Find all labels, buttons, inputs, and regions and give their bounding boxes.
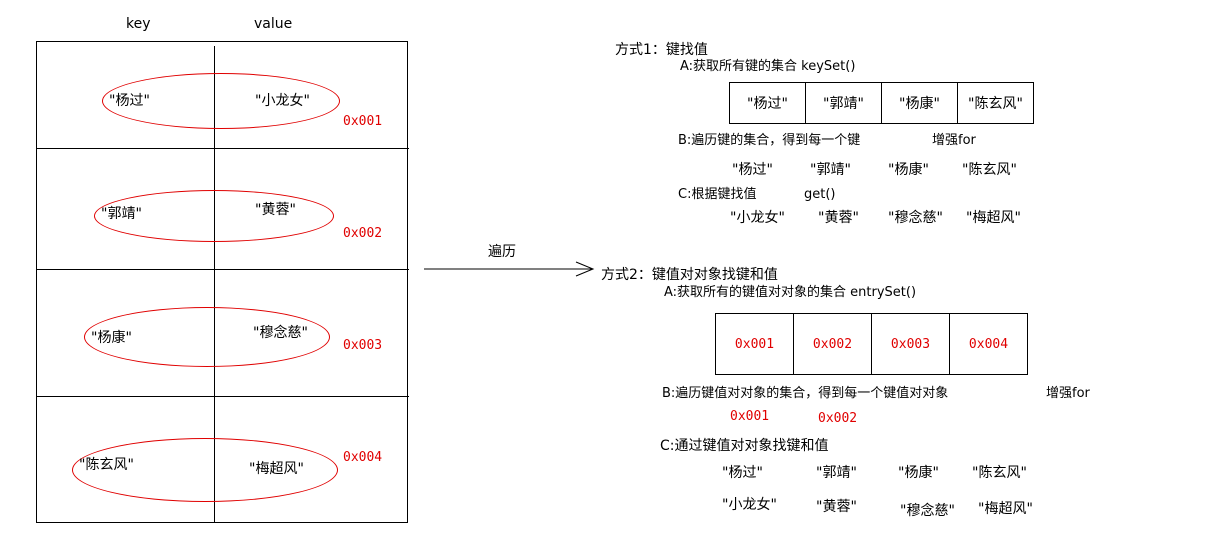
method2-key: "郭靖" (816, 465, 857, 481)
map-row-divider (37, 396, 409, 397)
method1-key: "郭靖" (810, 162, 851, 178)
method1-key: "杨过" (732, 162, 773, 178)
method2-value: "小龙女" (722, 497, 777, 513)
keyset-cell: "杨康" (882, 83, 958, 123)
method2-step-a: A:获取所有的键值对对象的集合 entrySet() (664, 285, 917, 300)
entry-key: "杨康" (91, 330, 132, 346)
method1-key: "陈玄风" (962, 162, 1017, 178)
entry-key: "郭靖" (101, 206, 142, 222)
arrow-label: 遍历 (488, 244, 516, 260)
entry-value: "小龙女" (255, 93, 310, 109)
method2-value: "梅超风" (978, 501, 1033, 517)
method1-key: "杨康" (888, 162, 929, 178)
map-row-divider (37, 148, 409, 149)
method1-value: "黄蓉" (818, 210, 859, 226)
method2-value: "穆念慈" (900, 503, 955, 519)
method2-step-b-note: 增强for (1046, 386, 1090, 401)
keyset-cell: "杨过" (730, 83, 806, 123)
method1-step-c-note: get() (804, 187, 836, 202)
keyset-cell: "陈玄风" (968, 96, 1023, 112)
method2-key: "杨康" (898, 465, 939, 481)
method1-step-c: C:根据键找值 (678, 187, 757, 202)
entry-address: 0x002 (343, 226, 383, 241)
keyset-boxes: "杨过" "郭靖" "杨康" "陈玄风" (729, 82, 1034, 124)
map-column-divider (214, 46, 215, 523)
value-header: value (254, 16, 293, 32)
method1-step-b-note: 增强for (932, 133, 976, 148)
entryset-cell: 0x002 (794, 314, 872, 374)
entry-value: "穆念慈" (253, 325, 308, 341)
entry-value: "梅超风" (249, 461, 304, 477)
method1-title: 方式1：键找值 (615, 42, 708, 58)
keyset-cell: "郭靖" (806, 83, 882, 123)
method2-key: "杨过" (722, 465, 763, 481)
method1-value: "梅超风" (966, 210, 1021, 226)
traverse-arrow (424, 261, 595, 277)
entryset-cell: 0x001 (716, 314, 794, 374)
entryset-cell: 0x004 (968, 336, 1009, 352)
method1-step-a: A:获取所有键的集合 keySet() (680, 59, 856, 74)
method2-entry: 0x002 (818, 411, 858, 426)
method2-key: "陈玄风" (972, 465, 1027, 481)
method2-value: "黄蓉" (816, 499, 857, 515)
method1-value: "小龙女" (730, 210, 785, 226)
entryset-boxes: 0x001 0x002 0x003 0x004 (715, 313, 1028, 375)
entry-value: "黄蓉" (255, 202, 296, 218)
entry-address: 0x004 (343, 450, 383, 465)
entryset-cell: 0x003 (872, 314, 950, 374)
entry-ellipse (102, 73, 340, 129)
entry-ellipse (84, 307, 330, 367)
method1-value: "穆念慈" (888, 210, 943, 226)
entry-address: 0x003 (343, 338, 383, 353)
entry-key: "陈玄风" (79, 457, 134, 473)
method2-step-c: C:通过键值对对象找键和值 (660, 438, 829, 454)
entry-key: "杨过" (109, 93, 150, 109)
entry-address: 0x001 (343, 114, 383, 129)
method2-entry: 0x001 (730, 409, 770, 424)
method2-step-b: B:遍历键值对对象的集合，得到每一个键值对对象 (662, 386, 949, 401)
entry-ellipse (94, 190, 334, 242)
key-header: key (126, 16, 151, 32)
method2-title: 方式2：键值对对象找键和值 (601, 267, 778, 283)
map-row-divider (37, 269, 409, 270)
map-table (36, 41, 408, 523)
entry-ellipse (72, 438, 338, 502)
method1-step-b: B:遍历键的集合，得到每一个键 (678, 133, 861, 148)
